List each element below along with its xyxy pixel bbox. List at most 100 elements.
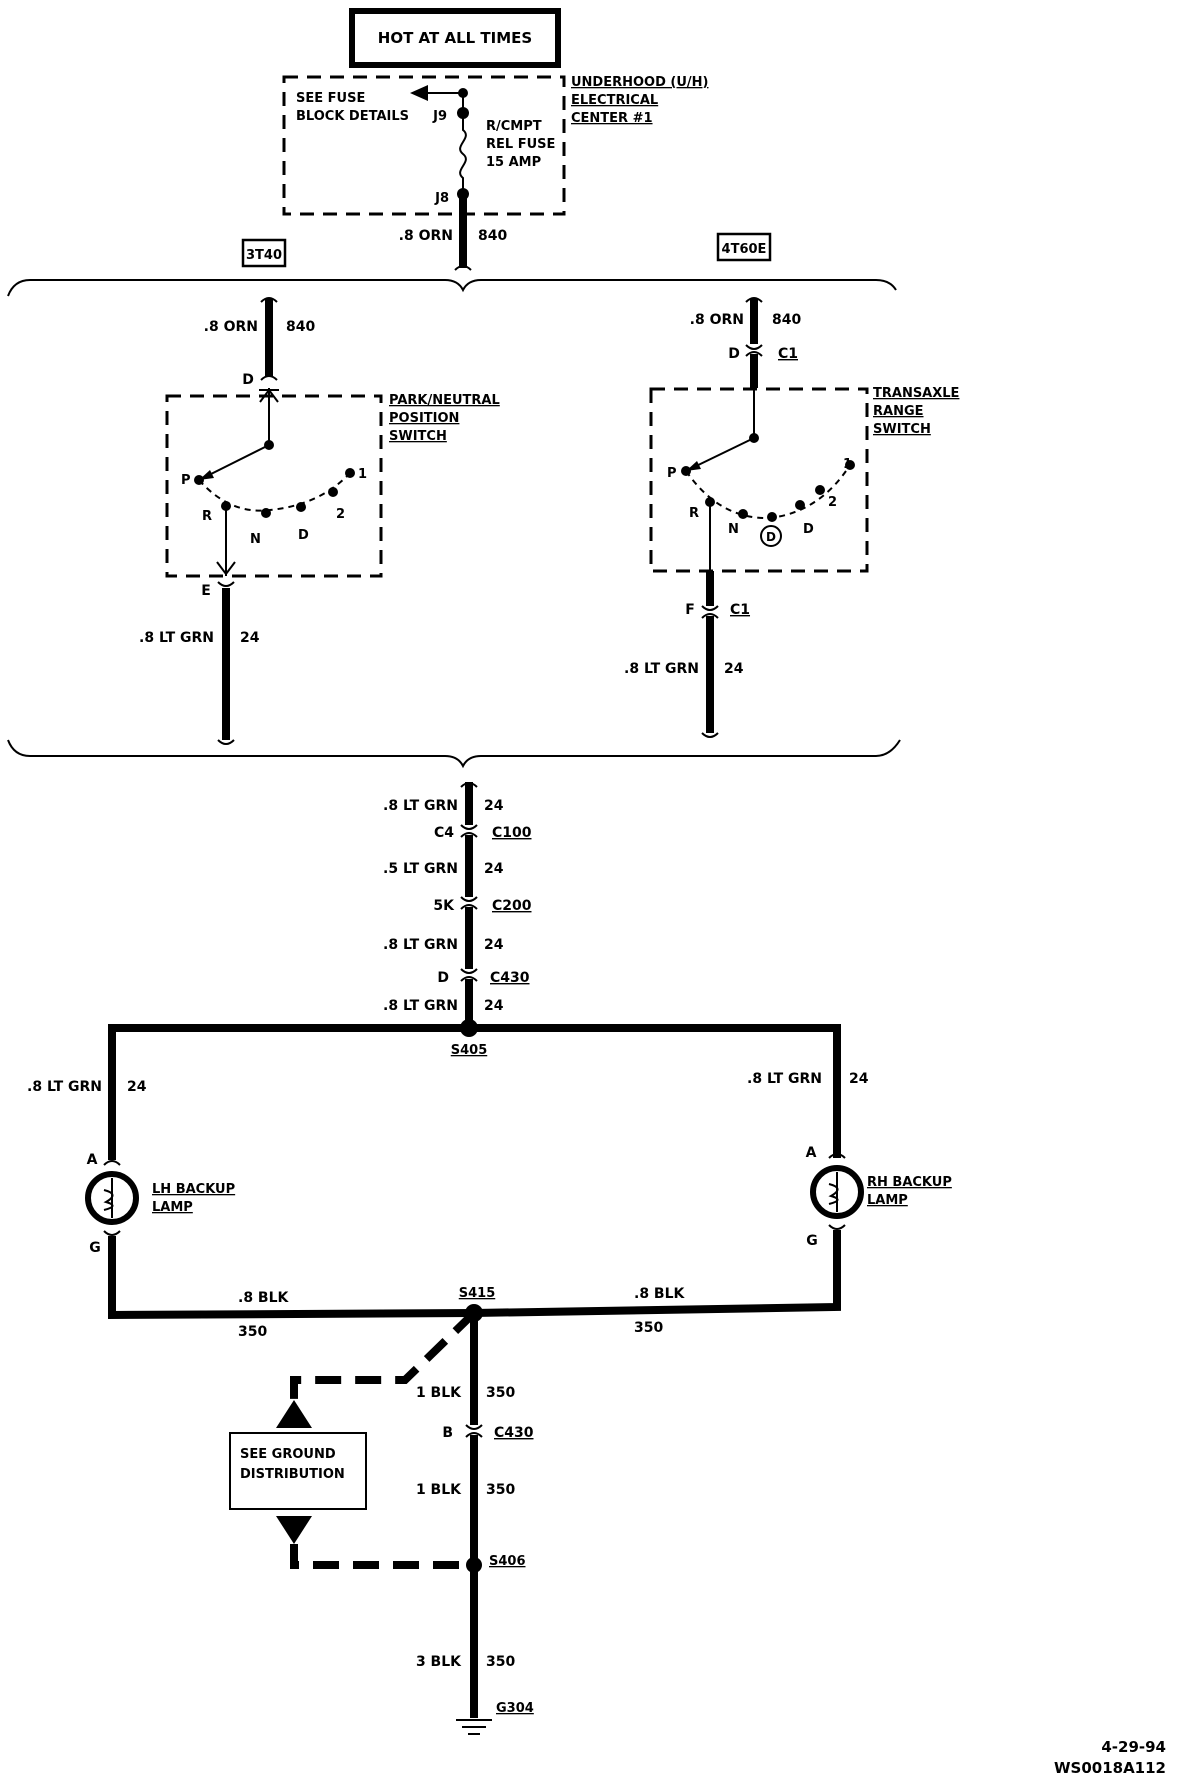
rh-feed-circuit: 24 [849,1071,869,1087]
svg-text:B: B [442,1425,453,1441]
transaxle-range-switch: TRANSAXLE RANGE SWITCH P R N D D 2 1 [649,386,959,573]
pn-wire-gauge: .8 ORN [204,319,258,335]
svg-text:A: A [87,1152,98,1168]
svg-text:N: N [728,522,739,537]
pn-terminal-d: D [242,372,254,388]
power-source-box: HOT AT ALL TIMES [349,8,561,68]
lh-backup-lamp: A LH BACKUP LAMP G [85,1152,235,1256]
svg-text:C100: C100 [492,825,532,841]
svg-text:R: R [689,506,699,521]
diagram-code: WS0018A112 [1054,1759,1166,1777]
fuse-details-arrow-icon [410,85,428,101]
diagram-date: 4-29-94 [1101,1738,1166,1756]
fuse-block-name-line1: UNDERHOOD (U/H) [571,75,708,90]
fuse-block: UNDERHOOD (U/H) ELECTRICAL CENTER #1 SEE… [282,75,708,216]
svg-text:D: D [437,970,449,986]
pn-out-gauge: .8 LT GRN [139,630,214,646]
svg-text:2: 2 [336,507,345,522]
overdrive-symbol-icon [760,525,782,547]
fuse-details-line2: BLOCK DETAILS [296,109,409,124]
pn-switch-name-line2: POSITION [389,411,459,426]
splice-s405 [460,1019,478,1037]
trunk3-circuit: 24 [484,937,504,953]
gnd-trunk3-circuit: 350 [486,1654,515,1670]
ground-g304-icon [456,1719,492,1735]
splice-s406 [466,1557,482,1573]
trunk2-gauge: .5 LT GRN [383,861,458,877]
svg-text:D: D [766,530,776,544]
trunk4-gauge: .8 LT GRN [383,998,458,1014]
ground-distribution-down-arrow-icon [276,1516,312,1544]
park-neutral-switch: PARK/NEUTRAL POSITION SWITCH P R N D 2 1 [165,388,500,578]
option-bracket-bottom [7,739,901,769]
svg-text:C430: C430 [494,1425,534,1441]
connector-c430-upper: D C430 [437,968,530,986]
pn-terminal-e: E [201,583,211,599]
lh-feed-circuit: 24 [127,1079,147,1095]
svg-text:C430: C430 [490,970,530,986]
option-3t40-label: 3T40 [241,238,287,268]
splice-s415-label: S415 [459,1286,496,1301]
fuse-block-name-line3: CENTER #1 [571,111,653,126]
option-4t60e-label: 4T60E [716,232,772,262]
svg-text:3T40: 3T40 [246,248,282,263]
tr-wire-circuit: 840 [772,312,801,328]
rh-ground-circuit: 350 [634,1320,663,1336]
svg-text:1: 1 [843,457,852,472]
trunk2-circuit: 24 [484,861,504,877]
rh-ground-gauge: .8 BLK [634,1286,686,1302]
connector-c100: C4 C100 [434,824,532,841]
svg-text:LH BACKUP: LH BACKUP [152,1182,235,1197]
tr-out-gauge: .8 LT GRN [624,661,699,677]
fuse-details-line1: SEE FUSE [296,91,365,106]
lh-ground-circuit: 350 [238,1324,267,1340]
ground-distribution-up-arrow-icon [276,1400,312,1428]
tr-switch-name-line1: TRANSAXLE [873,386,959,401]
svg-text:RH BACKUP: RH BACKUP [867,1175,952,1190]
fuse-name-line2: REL FUSE [486,137,555,152]
svg-text:G: G [806,1233,818,1249]
svg-text:R: R [202,509,212,524]
gnd-trunk2-gauge: 1 BLK [416,1482,462,1498]
tr-connector-c1-in: C1 [778,346,798,362]
tr-switch-name-line3: SWITCH [873,422,931,437]
tr-connector-c1-out: C1 [730,602,750,618]
fuse-block-name-line2: ELECTRICAL [571,93,658,108]
fuse-element-icon [459,113,467,194]
trunk3-gauge: .8 LT GRN [383,937,458,953]
connector-c200: 5K C200 [433,896,532,914]
pn-wire-circuit: 840 [286,319,315,335]
svg-text:1: 1 [358,467,367,482]
feed-wire-gauge: .8 ORN [399,228,453,244]
svg-text:P: P [667,466,677,481]
splice-s405-label: S405 [451,1043,488,1058]
svg-text:LAMP: LAMP [152,1200,193,1215]
tr-switch-name-line2: RANGE [873,404,924,419]
fuse-terminal-j8: J8 [434,191,449,206]
tr-out-circuit: 24 [724,661,744,677]
pn-switch-name-line1: PARK/NEUTRAL [389,393,500,408]
lh-lamp-bulb-icon [103,1178,114,1218]
fuse-terminal-j9: J9 [432,109,447,124]
svg-text:A: A [806,1145,817,1161]
svg-text:D: D [298,528,309,543]
lh-ground-gauge: .8 BLK [238,1290,290,1306]
gnd-trunk3-gauge: 3 BLK [416,1654,462,1670]
rh-feed-gauge: .8 LT GRN [747,1071,822,1087]
svg-text:DISTRIBUTION: DISTRIBUTION [240,1467,345,1482]
svg-text:5K: 5K [433,898,455,914]
power-source-label: HOT AT ALL TIMES [378,29,532,47]
svg-text:C4: C4 [434,825,454,841]
svg-text:G: G [89,1240,101,1256]
svg-text:2: 2 [828,495,837,510]
svg-text:N: N [250,532,261,547]
fuse-name-line3: 15 AMP [486,155,541,170]
tr-wire-gauge: .8 ORN [690,312,744,328]
fuse-name-line1: R/CMPT [486,119,542,134]
connector-c430-lower: B C430 [442,1424,534,1441]
ground-distribution-box: SEE GROUND DISTRIBUTION [229,1432,367,1510]
svg-text:D: D [803,522,814,537]
pn-out-circuit: 24 [240,630,260,646]
feed-wire-circuit: 840 [478,228,507,244]
